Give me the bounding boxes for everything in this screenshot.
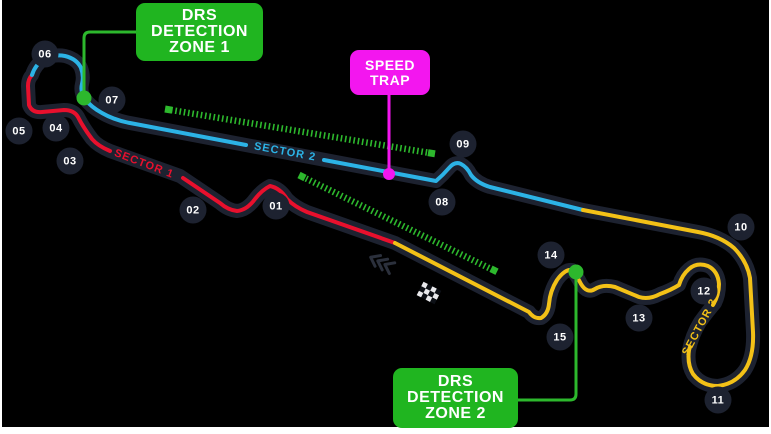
- drs-zone-1-end-square: [427, 149, 436, 158]
- drs1-connector-line: [82, 30, 136, 98]
- drs-zone-1-dashes: [170, 106, 431, 157]
- turn-badge-05: 05: [5, 117, 33, 145]
- turn-badge-07: 07: [98, 86, 126, 114]
- direction-chevrons-icon: [369, 254, 397, 276]
- drs1-line2: DETECTION: [151, 23, 248, 40]
- turn-badge-09: 09: [449, 130, 477, 158]
- checkered-flag-icon: [416, 281, 442, 305]
- speed-trap-line1: SPEED: [365, 56, 415, 73]
- speed-trap-callout: SPEED TRAP: [350, 50, 430, 95]
- turn-badge-03: 03: [56, 147, 84, 175]
- drs2-line2: DETECTION: [407, 389, 504, 406]
- drs-detection-point-2-dot: [568, 264, 584, 280]
- turn-badge-04: 04: [42, 114, 70, 142]
- turn-badge-15: 15: [546, 323, 574, 351]
- drs1-line1: DRS: [181, 7, 218, 24]
- speed-trap-point-dot: [383, 168, 395, 180]
- drs2-connector-line: [518, 272, 578, 402]
- drs-detection-point-1-dot: [76, 90, 92, 106]
- turn-badge-01: 01: [262, 192, 290, 220]
- drs2-line1: DRS: [437, 373, 474, 390]
- drs-zone-1-start-square: [164, 105, 173, 114]
- sector3-line-b: [393, 241, 721, 321]
- turn-badge-12: 12: [690, 277, 718, 305]
- turn-badge-14: 14: [537, 241, 565, 269]
- turn-badge-13: 13: [625, 304, 653, 332]
- sector3-line-a: [581, 208, 756, 388]
- turn-badge-10: 10: [727, 213, 755, 241]
- drs2-line3: ZONE 2: [425, 405, 486, 422]
- turn-badge-02: 02: [179, 196, 207, 224]
- turn-badge-11: 11: [704, 386, 732, 414]
- drs-detection-zone-2-callout: DRS DETECTION ZONE 2: [393, 368, 518, 428]
- speed-trap-line2: TRAP: [369, 71, 411, 88]
- drs-detection-zone-1-callout: DRS DETECTION ZONE 1: [136, 3, 263, 61]
- drs-zone-2-end-square: [489, 265, 499, 275]
- turn-badge-08: 08: [428, 188, 456, 216]
- sector2-line-b: [322, 158, 585, 212]
- sector1-line-a: [181, 176, 397, 245]
- drs1-line3: ZONE 1: [169, 39, 230, 56]
- drs-zone-2-start-square: [297, 171, 307, 182]
- sector1-line-b: [26, 73, 112, 153]
- turn-badge-06: 06: [31, 40, 59, 68]
- drs-zone-2-dashes: [304, 175, 494, 273]
